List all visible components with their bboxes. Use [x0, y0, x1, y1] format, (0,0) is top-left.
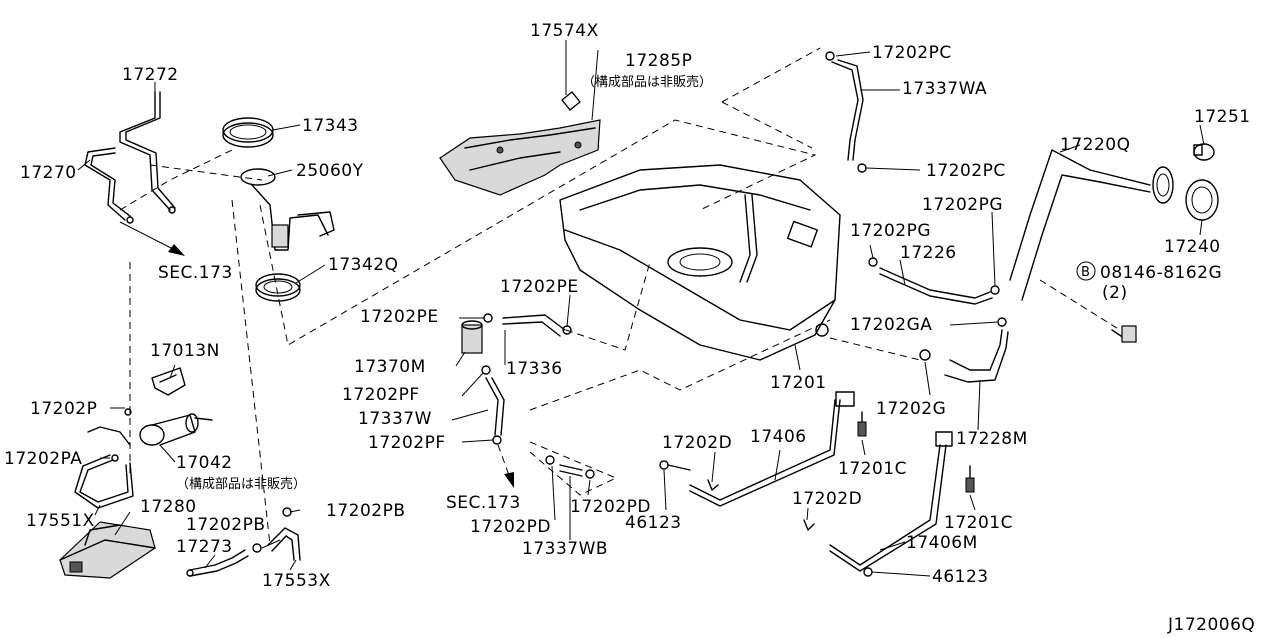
- label-17272: 17272: [122, 65, 179, 85]
- valve-17370M: [461, 320, 483, 354]
- tube-17273: [186, 543, 262, 577]
- label-17337WB: 17337WB: [522, 539, 608, 559]
- filler-tube-17220Q: [1009, 149, 1174, 301]
- clip-17574X: [561, 91, 581, 111]
- label-17220Q: 17220Q: [1060, 135, 1130, 155]
- label-17202G: 17202G: [876, 399, 946, 419]
- label-17201: 17201: [770, 373, 827, 393]
- ring-17240: [1185, 179, 1219, 221]
- label-17202PE-b: 17202PE: [500, 277, 579, 297]
- diagram-id: J172006Q: [1167, 615, 1255, 635]
- bracket-17013N: [151, 367, 186, 396]
- label-17280: 17280: [140, 497, 197, 517]
- label-17202P: 17202P: [30, 399, 97, 419]
- label-17042: 17042: [176, 453, 233, 473]
- hose-17337WA: [825, 51, 867, 173]
- bolt-symbol-letter: B: [1081, 265, 1090, 280]
- hose-17337W: [481, 365, 505, 445]
- canister-17280: [59, 521, 156, 579]
- label-17202PD-a: 17202PD: [470, 517, 551, 537]
- label-08146-8162G: 08146-8162G: [1100, 263, 1222, 283]
- leader-lines: [77, 40, 1205, 577]
- label-17202PC-top: 17202PC: [872, 43, 952, 63]
- label-17370M: 17370M: [354, 357, 426, 377]
- label-17251: 17251: [1194, 107, 1251, 127]
- hose-17551X: [74, 408, 134, 509]
- fuel-gauge-unit-25060Y: [240, 168, 335, 251]
- label-17202PG-a: 17202PG: [850, 221, 931, 241]
- label-17202D-b: 17202D: [792, 489, 862, 509]
- label-17202PC-mid: 17202PC: [926, 161, 1006, 181]
- bolt-17201C-b: [965, 465, 975, 493]
- label-17202PA: 17202PA: [4, 449, 82, 469]
- label-sec173-top: SEC.173: [158, 263, 233, 283]
- label-17337WA: 17337WA: [902, 79, 987, 99]
- label-25060Y: 25060Y: [296, 161, 364, 181]
- strap-17406: [659, 391, 855, 507]
- assembly-dashed-lines: [119, 47, 1121, 546]
- label-17336: 17336: [506, 359, 563, 379]
- label-17574X: 17574X: [530, 21, 599, 41]
- sec173-arrow-top: [119, 221, 185, 256]
- not-sold-note-left: （構成部品は非販売）: [176, 476, 306, 492]
- hose-17228M: [919, 317, 1009, 383]
- label-17202PF-b: 17202PF: [368, 433, 446, 453]
- label-17270: 17270: [20, 163, 77, 183]
- label-17202PB-left: 17202PB: [186, 515, 266, 535]
- hose-17553X: [267, 507, 301, 561]
- label-17285P: 17285P: [625, 51, 692, 71]
- protector-17285P: [439, 119, 601, 196]
- fuel-feed-tube-17272: [119, 91, 176, 214]
- label-17202GA: 17202GA: [850, 315, 932, 335]
- sec173-arrow-mid: [497, 444, 514, 488]
- clip-17202PE-a: [483, 313, 493, 323]
- label-17201C-a: 17201C: [838, 459, 907, 479]
- label-17551X: 17551X: [26, 511, 95, 531]
- label-17240: 17240: [1164, 237, 1221, 257]
- label-17343: 17343: [302, 116, 359, 136]
- hose-17336: [502, 314, 572, 337]
- packing-17342Q: [255, 273, 301, 302]
- label-17406M: 17406M: [906, 533, 978, 553]
- bolt-17201C-a: [857, 411, 867, 437]
- label-17228M: 17228M: [956, 429, 1028, 449]
- bolt-08146: [1111, 325, 1137, 343]
- fuel-return-tube-17270: [84, 147, 134, 224]
- label-17202D-a: 17202D: [662, 433, 732, 453]
- label-sec173-mid: SEC.173: [446, 493, 521, 513]
- hose-17337WB: [545, 455, 595, 479]
- hose-17226: [868, 257, 1000, 305]
- cap-17251: [1193, 143, 1215, 161]
- label-46123-a: 46123: [625, 513, 682, 533]
- label-17553X: 17553X: [262, 571, 331, 591]
- label-17202PG-b: 17202PG: [922, 195, 1003, 215]
- label-17201C-b: 17201C: [944, 513, 1013, 533]
- label-17406: 17406: [750, 427, 807, 447]
- strap-17406M: [803, 431, 953, 577]
- not-sold-note-top: （構成部品は非販売）: [582, 74, 712, 90]
- label-17337W: 17337W: [358, 409, 432, 429]
- lock-ring-17343: [222, 117, 274, 148]
- label-17013N: 17013N: [150, 341, 220, 361]
- bolt-symbol-circle: [1076, 261, 1096, 281]
- label-17342Q: 17342Q: [328, 255, 398, 275]
- fuel-pump-17042: [139, 413, 213, 446]
- label-17202PD-b: 17202PD: [570, 497, 651, 517]
- part-labels: 17272 17270 17343 25060Y SEC.173 17342Q …: [4, 21, 1255, 635]
- label-17202PF-a: 17202PF: [342, 385, 420, 405]
- fuel-tank-17201: [559, 164, 841, 361]
- label-17226: 17226: [900, 243, 957, 263]
- label-17202PB-right: 17202PB: [326, 501, 406, 521]
- label-46123-b: 46123: [932, 567, 989, 587]
- label-qty-2: (2): [1102, 283, 1128, 303]
- label-17273: 17273: [176, 537, 233, 557]
- label-17202PE-a: 17202PE: [360, 307, 439, 327]
